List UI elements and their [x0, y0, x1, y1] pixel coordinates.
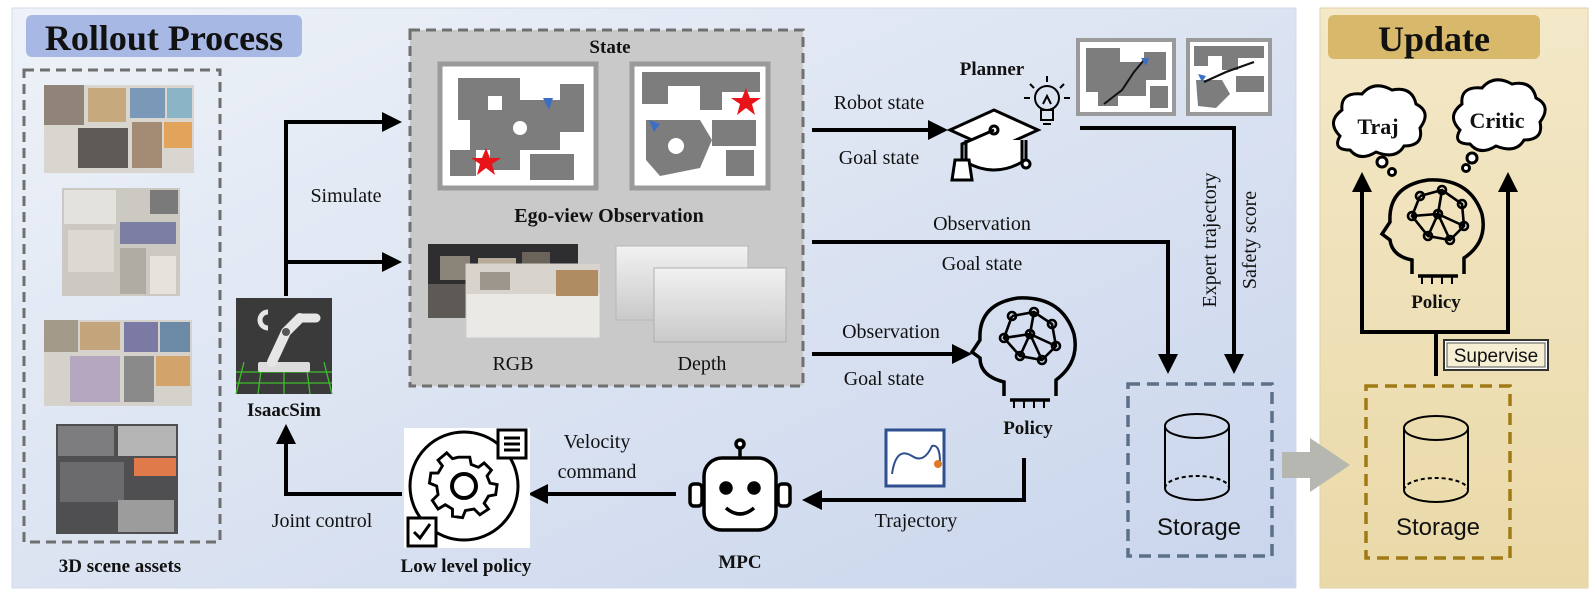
scene-thumbnail-1 — [44, 85, 194, 173]
planner-map-2 — [1186, 38, 1272, 116]
update-policy-label: Policy — [1411, 292, 1461, 313]
update-title-badge — [1328, 15, 1540, 59]
policy-label: Policy — [1003, 418, 1053, 439]
storage-box-update — [1364, 384, 1512, 560]
depth-image — [615, 245, 787, 343]
lightbulb-icon — [1024, 76, 1070, 125]
velocity-command-label-2: command — [558, 461, 637, 483]
planner-label: Planner — [960, 59, 1025, 80]
traj-cloud — [1332, 84, 1427, 177]
update-title: Update — [1378, 19, 1490, 59]
scene-thumbnail-2 — [62, 188, 180, 296]
planner-map-1 — [1076, 38, 1176, 116]
traj-label: Traj — [1357, 114, 1398, 139]
scene-thumbnail-3 — [44, 320, 192, 406]
state-map-1 — [437, 61, 599, 191]
database-icon — [1164, 413, 1230, 501]
depth-label: Depth — [678, 353, 727, 375]
mpc-label: MPC — [718, 552, 761, 573]
goal-state-label-low: Goal state — [844, 368, 925, 390]
graduation-cap-icon — [946, 108, 1042, 182]
rollout-title: Rollout Process — [45, 18, 283, 58]
policy-head-icon — [969, 296, 1077, 408]
simulate-arrows — [284, 112, 402, 296]
update-policy-head-icon — [1379, 178, 1485, 284]
isaacsim-label: IsaacSim — [247, 400, 321, 421]
state-map-2 — [629, 61, 771, 191]
safety-score-label: Safety score — [1239, 191, 1261, 289]
ego-view-label: Ego-view Observation — [514, 205, 703, 227]
storage-label-rollout: Storage — [1157, 514, 1241, 541]
update-arrows — [1352, 172, 1518, 376]
rgb-image — [428, 244, 601, 339]
rgb-label: RGB — [492, 353, 533, 375]
robot-state-label: Robot state — [834, 92, 925, 114]
database-icon-update — [1403, 415, 1469, 503]
planner-to-storage-arrow — [1080, 126, 1244, 374]
critic-cloud — [1452, 78, 1547, 173]
supervise-badge-inner — [1446, 342, 1546, 368]
goal-state-label-top: Goal state — [839, 147, 920, 169]
storage-box-rollout — [1126, 382, 1274, 558]
storage-label-update: Storage — [1396, 514, 1480, 541]
joint-control-label: Joint control — [272, 510, 373, 532]
policy-to-mpc-arrow — [802, 458, 1026, 510]
trajectory-label: Trajectory — [875, 510, 958, 532]
scene-thumbnail-4 — [56, 424, 178, 534]
observation-to-storage-arrow — [812, 240, 1178, 374]
gear-icon — [404, 428, 530, 548]
low-level-policy-label: Low level policy — [401, 556, 532, 577]
scene-assets-label: 3D scene assets — [59, 556, 181, 577]
observation-label-low: Observation — [842, 321, 940, 343]
velocity-command-label-1: Velocity — [564, 431, 631, 453]
joint-control-arrow — [276, 424, 402, 496]
isaacsim-logo-icon — [235, 298, 333, 395]
mpc-robot-icon — [688, 438, 792, 532]
supervise-label: Supervise — [1454, 346, 1539, 367]
simulate-label: Simulate — [310, 185, 381, 207]
observation-label-mid: Observation — [933, 213, 1031, 235]
expert-trajectory-label: Expert trajectory — [1199, 173, 1221, 308]
transfer-arrow — [1282, 438, 1350, 492]
goal-state-label-mid: Goal state — [942, 253, 1023, 275]
state-label: State — [589, 37, 630, 58]
rollout-title-badge — [26, 15, 302, 57]
scene-assets-frame — [22, 68, 222, 544]
trajectory-icon — [884, 428, 946, 488]
critic-label: Critic — [1470, 108, 1525, 133]
